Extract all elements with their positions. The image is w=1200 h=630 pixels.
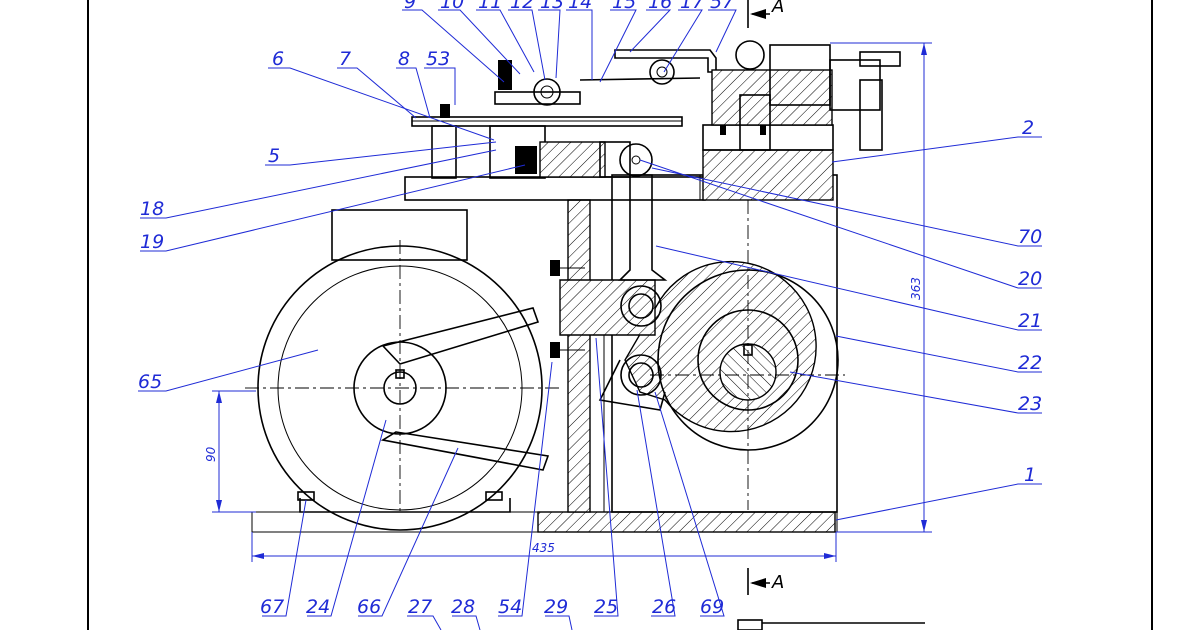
right-head-assembly bbox=[702, 40, 901, 151]
dim-shaft-height: 90 bbox=[204, 390, 256, 513]
section-mark-label-top: A bbox=[771, 0, 784, 17]
motor-body bbox=[297, 209, 511, 513]
callout-7: 7 bbox=[339, 48, 351, 70]
callout-6: 6 bbox=[272, 48, 284, 70]
upper-mechanism bbox=[411, 49, 717, 179]
callout-69: 69 bbox=[700, 596, 724, 618]
callout-5: 5 bbox=[268, 145, 280, 167]
callout-labels: 9 10 11 12 13 14 15 16 17 57 6 7 8 53 5 … bbox=[138, 0, 1042, 618]
base-plate bbox=[251, 511, 838, 533]
callout-26: 26 bbox=[652, 596, 676, 618]
callout-17: 17 bbox=[680, 0, 704, 13]
dim-base-length-text: 435 bbox=[532, 541, 555, 555]
callout-20: 20 bbox=[1018, 268, 1042, 290]
callout-57: 57 bbox=[710, 0, 734, 13]
section-mark-bottom: A bbox=[747, 568, 784, 595]
section-mark-label-bottom: A bbox=[771, 572, 784, 593]
callout-70: 70 bbox=[1018, 226, 1042, 248]
dim-overall-height-text: 363 bbox=[909, 277, 923, 300]
motor-pulley bbox=[245, 240, 560, 531]
callout-leaders bbox=[138, 9, 1042, 630]
callout-66: 66 bbox=[357, 596, 381, 618]
callout-28: 28 bbox=[451, 596, 475, 618]
dim-overall-height: 363 bbox=[830, 42, 932, 533]
callout-8: 8 bbox=[398, 48, 410, 70]
callout-11: 11 bbox=[478, 0, 502, 13]
callout-12: 12 bbox=[510, 0, 534, 13]
callout-19: 19 bbox=[140, 231, 164, 253]
callout-54: 54 bbox=[498, 596, 522, 618]
callout-22: 22 bbox=[1018, 352, 1042, 374]
dim-shaft-height-text: 90 bbox=[204, 446, 218, 462]
section-mark-top: A bbox=[747, 0, 784, 28]
callout-14: 14 bbox=[568, 0, 592, 13]
top-table bbox=[404, 149, 834, 201]
callout-15: 15 bbox=[612, 0, 636, 13]
callout-65: 65 bbox=[138, 371, 162, 393]
callout-67: 67 bbox=[260, 596, 284, 618]
callout-2: 2 bbox=[1022, 117, 1034, 139]
callout-13: 13 bbox=[540, 0, 564, 13]
callout-18: 18 bbox=[140, 198, 164, 220]
sheet-frame bbox=[87, 0, 1153, 630]
bottom-view-fragment bbox=[737, 619, 925, 630]
callout-10: 10 bbox=[440, 0, 464, 13]
callout-9: 9 bbox=[404, 0, 416, 13]
callout-53: 53 bbox=[426, 48, 450, 70]
vertical-column bbox=[567, 199, 605, 513]
callout-21: 21 bbox=[1018, 310, 1042, 332]
callout-24: 24 bbox=[306, 596, 330, 618]
callout-23: 23 bbox=[1018, 393, 1042, 415]
cam-disc bbox=[624, 200, 845, 510]
callout-27: 27 bbox=[408, 596, 432, 618]
callout-16: 16 bbox=[648, 0, 672, 13]
callout-1: 1 bbox=[1024, 464, 1036, 486]
lever-arm bbox=[559, 143, 668, 411]
dim-base-length: 435 bbox=[251, 532, 837, 562]
v-belt bbox=[380, 307, 550, 471]
callout-25: 25 bbox=[594, 596, 618, 618]
callout-29: 29 bbox=[544, 596, 568, 618]
column-bolts bbox=[550, 260, 585, 358]
